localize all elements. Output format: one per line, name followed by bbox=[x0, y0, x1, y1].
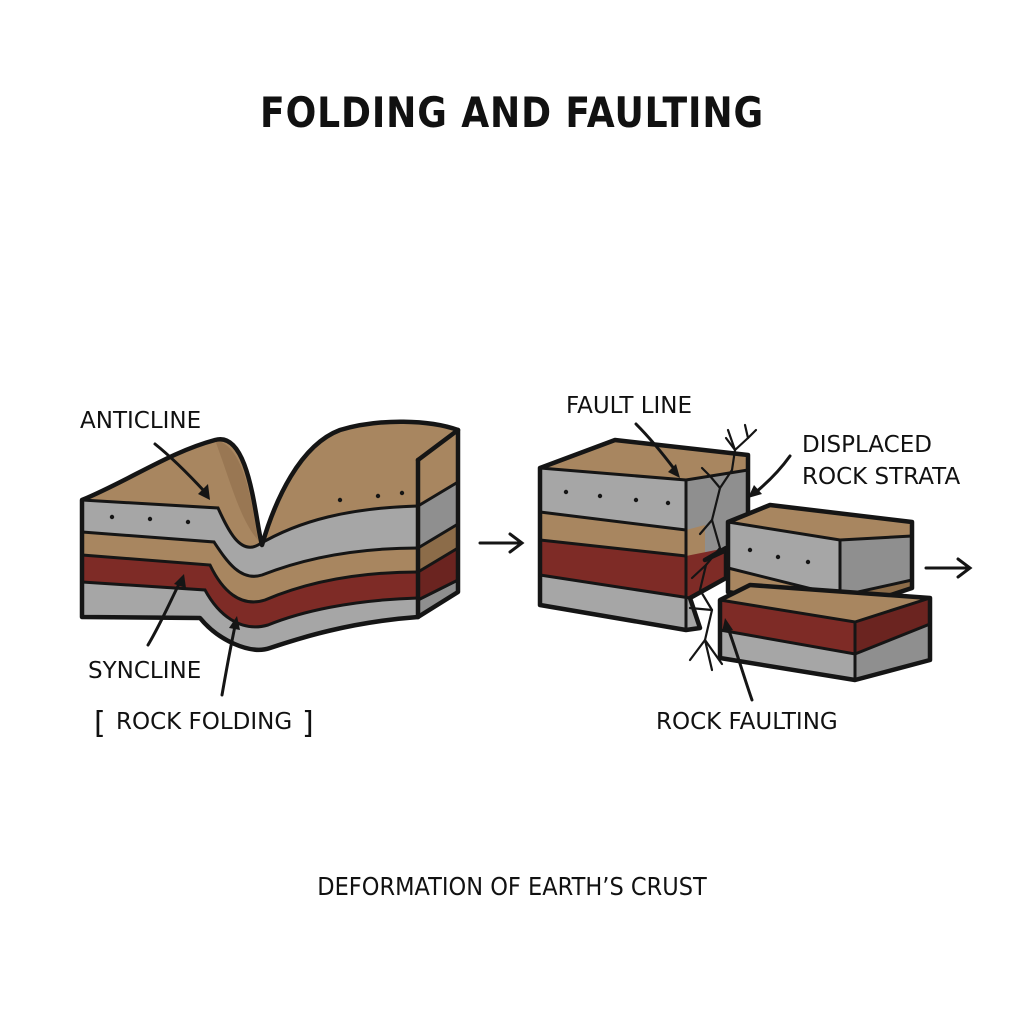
displaced-label-line2: ROCK STRATA bbox=[802, 464, 960, 490]
fault-line-leader bbox=[634, 422, 677, 472]
fold-layer-lines bbox=[80, 530, 420, 629]
fold-top-surface bbox=[82, 421, 458, 548]
anticline-label: ANTICLINE bbox=[80, 408, 201, 434]
left-block-layer-sand bbox=[540, 512, 705, 560]
fold-center-leader bbox=[220, 624, 237, 697]
fold-band-red bbox=[82, 555, 418, 627]
fold-front-face bbox=[82, 500, 418, 650]
anticline-leader-arrow bbox=[153, 442, 207, 494]
displaced-arrowhead bbox=[748, 485, 762, 498]
fault-line-arrowhead bbox=[668, 464, 680, 478]
side-layer-red bbox=[418, 548, 458, 600]
rock-faulting-label: ROCK FAULTING bbox=[656, 709, 838, 735]
fault-cracks bbox=[688, 423, 758, 672]
fold-gray-dots bbox=[109, 490, 405, 525]
syncline-label: SYNCLINE bbox=[88, 658, 201, 684]
left-block-layer-bottom bbox=[540, 575, 700, 630]
displaced-leader bbox=[754, 454, 792, 494]
side-layer-bottom-gray bbox=[418, 580, 458, 617]
fault-right-lower-block bbox=[717, 582, 933, 683]
lower-block-red-side bbox=[855, 598, 930, 654]
transition-arrow bbox=[478, 532, 525, 554]
upper-block-top bbox=[728, 505, 912, 540]
upper-block-gray bbox=[728, 522, 840, 596]
fold-outline bbox=[79, 419, 461, 652]
lower-block-red bbox=[720, 600, 855, 654]
upper-block-gray-side bbox=[840, 536, 912, 596]
fault-left-block bbox=[537, 437, 751, 633]
upper-block-dots bbox=[747, 547, 811, 565]
side-layer-sand bbox=[418, 524, 458, 572]
fault-line-label: FAULT LINE bbox=[566, 393, 692, 419]
fold-top-shading bbox=[215, 440, 258, 540]
fold-block-side-face bbox=[416, 430, 460, 617]
syncline-leader bbox=[146, 580, 182, 647]
fold-band-gray bbox=[82, 500, 418, 577]
rock-faulting-leader bbox=[726, 626, 754, 702]
rock-folding-label: ROCK FOLDING bbox=[116, 709, 292, 735]
folded-rock-block bbox=[79, 419, 461, 652]
lower-block-gray-side bbox=[855, 624, 930, 680]
left-block-dots bbox=[563, 489, 671, 506]
bracket-left: [ bbox=[94, 706, 106, 741]
side-layer-gray bbox=[418, 482, 458, 548]
left-block-layer-red bbox=[540, 540, 726, 598]
rock-faulting-arrowhead bbox=[722, 618, 733, 632]
bracket-right: ] bbox=[302, 706, 314, 741]
fold-band-sand bbox=[82, 532, 418, 602]
fold-center-arrowhead bbox=[229, 616, 240, 630]
diagram-caption: DEFORMATION OF EARTH’S CRUST bbox=[317, 872, 707, 901]
exit-arrow-head bbox=[956, 557, 973, 579]
fold-annotations: ANTICLINE SYNCLINE [ ROCK FOLDING ] bbox=[80, 408, 314, 741]
faulted-rock-blocks bbox=[537, 423, 933, 683]
fault-annotations: FAULT LINE DISPLACED ROCK STRATA ROCK FA… bbox=[566, 393, 973, 735]
page-title: FOLDING AND FAULTING bbox=[260, 88, 764, 137]
displaced-label-line1: DISPLACED bbox=[802, 432, 932, 458]
lower-block-gray bbox=[720, 630, 855, 680]
fold-band-bottom-gray bbox=[82, 582, 418, 650]
left-block-layer-gray bbox=[540, 468, 686, 530]
anticline-arrowhead bbox=[198, 484, 210, 500]
syncline-arrowhead bbox=[174, 574, 186, 588]
